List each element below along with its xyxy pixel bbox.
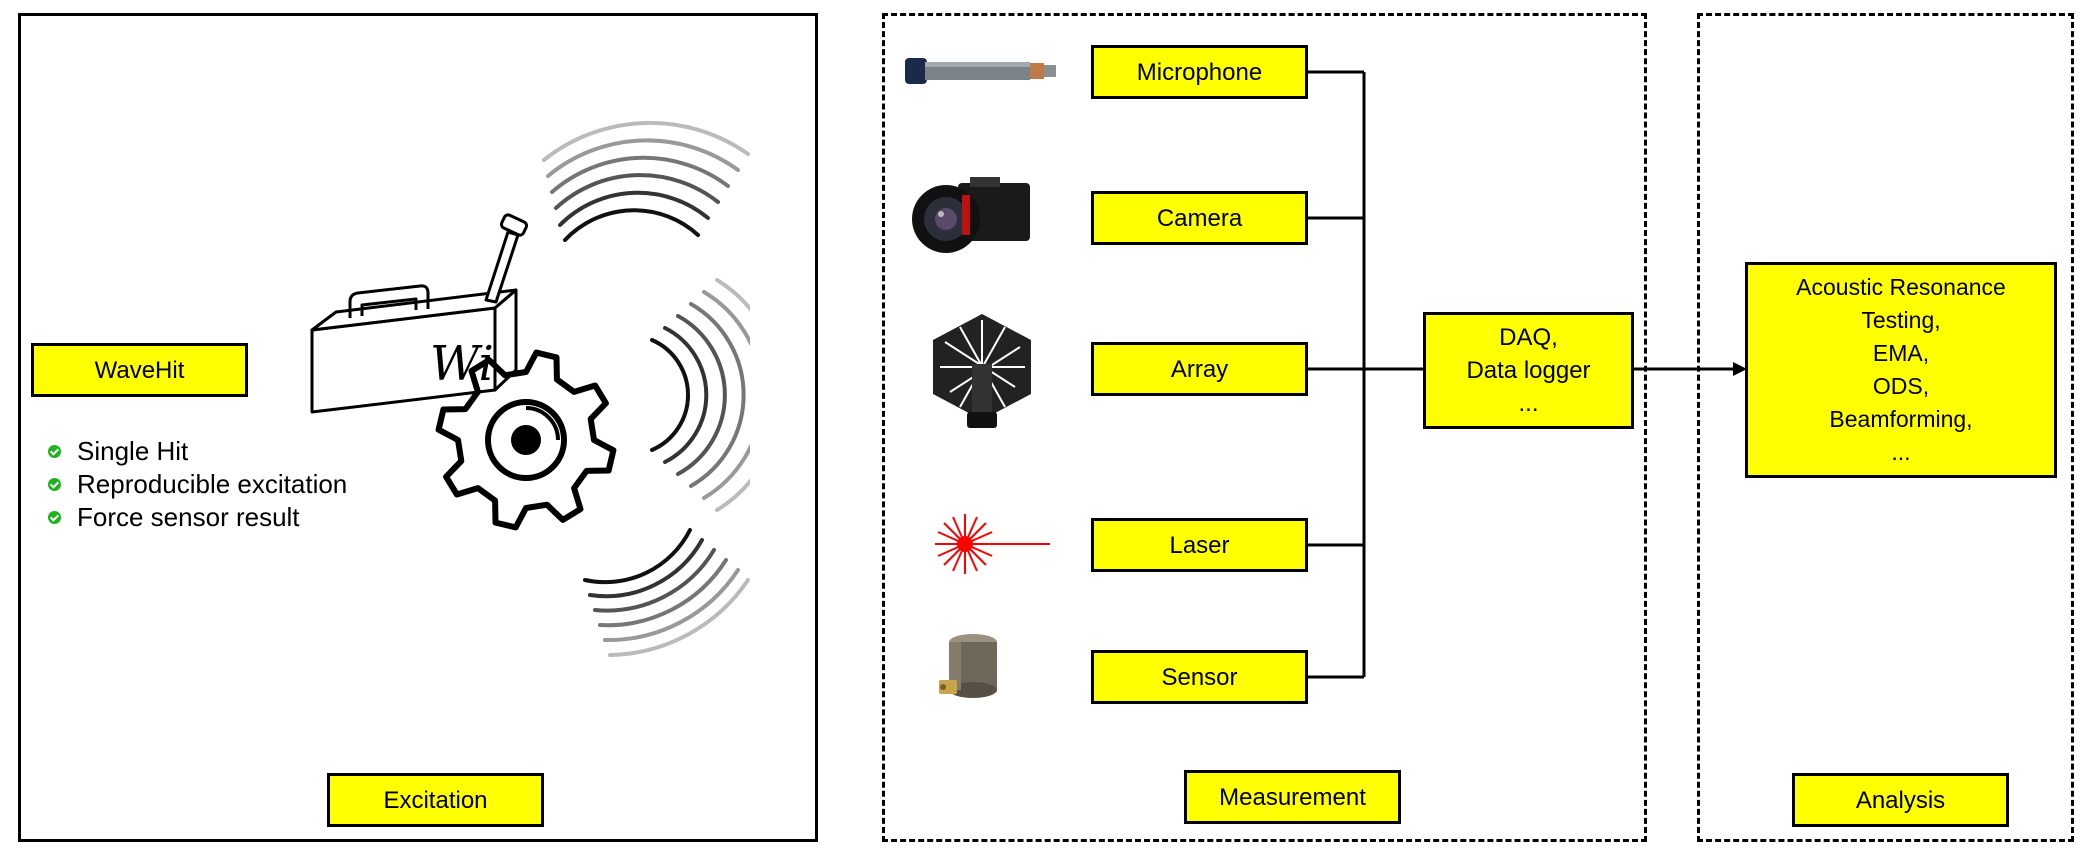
excitation-section-label: Excitation [327,773,544,827]
analysis-method: ... [1891,439,1911,465]
wavehit-excitation-illustration: Wi [310,120,750,657]
device-box-array: Array [1091,342,1308,396]
sound-waves-right-icon [650,278,750,512]
analysis-method: EMA, [1872,340,1930,366]
wavehit-device-icon [310,213,529,414]
microphone-icon [905,58,1056,84]
daq-box: DAQ, Data logger ... [1423,312,1634,429]
check-bullet-icon [48,445,61,458]
feature-item: Single Hit [48,435,347,468]
daq-line: DAQ, [1499,324,1558,351]
wavehit-label: WaveHit [94,356,185,384]
arrow-head-icon [1733,362,1747,376]
analysis-method: ODS, [1872,373,1930,399]
accelerometer-sensor-icon [939,634,997,698]
excitation-feature-list: Single Hit Reproducible excitation Force… [48,435,347,534]
daq-line: Data logger [1466,357,1591,384]
device-box-microphone: Microphone [1091,45,1308,99]
device-box-sensor: Sensor [1091,650,1308,704]
daq-line: ... [1518,390,1539,417]
check-bullet-icon [48,478,61,491]
sound-waves-bottom-icon [583,528,750,657]
analysis-panel [1697,13,2074,842]
device-box-laser: Laser [1091,518,1308,572]
camera-icon [912,177,1030,253]
analysis-method: Acoustic Resonance [1796,274,2006,300]
analysis-section-label: Analysis [1792,773,2009,827]
measurement-section-label: Measurement [1184,770,1401,824]
gear-icon [435,349,617,531]
wavehit-label-box: WaveHit [31,343,248,397]
measurement-panel [882,13,1647,842]
analysis-method: Testing, [1861,307,1941,333]
excitation-panel [18,13,818,842]
feature-item: Force sensor result [48,501,347,534]
analysis-method: Beamforming, [1829,406,1973,432]
microphone-array-icon [933,314,1031,428]
feature-item: Reproducible excitation [48,468,347,501]
check-bullet-icon [48,511,61,524]
analysis-methods-box: Acoustic Resonance Testing, EMA, ODS, Be… [1745,262,2057,478]
laser-icon [935,514,1050,574]
sound-waves-top-icon [542,120,750,242]
device-box-camera: Camera [1091,191,1308,245]
wavehit-logo-text: Wi [430,336,494,392]
